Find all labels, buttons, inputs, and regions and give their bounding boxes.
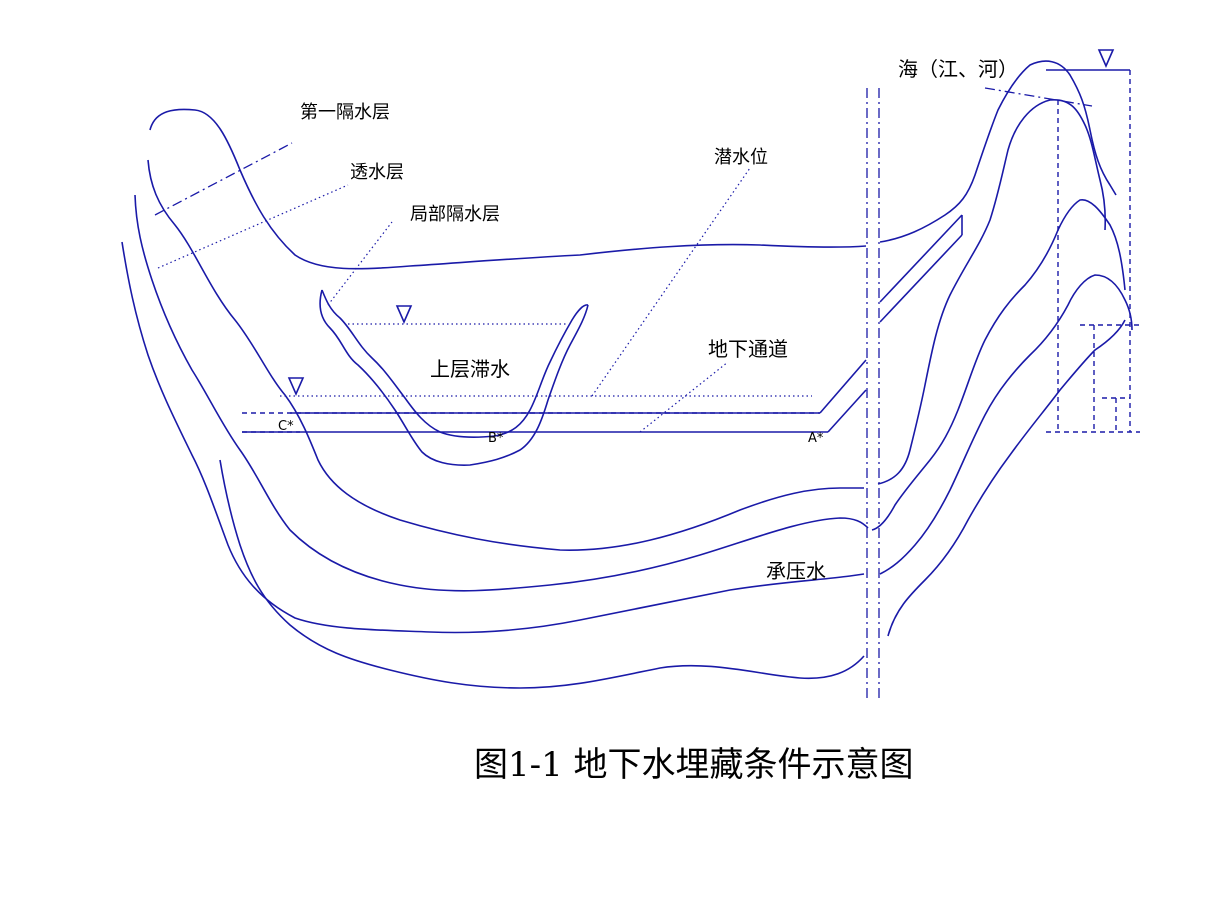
local-aquiclude-lens-inner — [321, 289, 589, 438]
layer-boundary-1-right — [877, 99, 1107, 485]
label-sea-river: 海（江、河） — [898, 57, 1018, 81]
point-b: B* — [488, 431, 504, 446]
perched-water-level-icon — [395, 305, 413, 324]
local-aquiclude-lens — [319, 289, 589, 466]
label-water-table: 潜水位 — [714, 147, 768, 168]
label-first-aquiclude: 第一隔水层 — [300, 102, 390, 123]
layer-boundary-4 — [219, 459, 865, 689]
channel-upper-top — [879, 214, 963, 303]
label-confined-water: 承压水 — [766, 559, 826, 583]
leader-local-aquiclude — [327, 221, 393, 306]
water-table-level-icon — [287, 377, 305, 396]
leader-permeable-layer — [157, 184, 349, 269]
point-a: A* — [808, 431, 824, 446]
label-perched-water: 上层滞水 — [430, 357, 510, 381]
layer-boundary-4-right — [887, 319, 1126, 637]
layer-boundary-3-right — [879, 274, 1133, 575]
leader-water-table — [591, 167, 751, 397]
layer-boundary-2 — [134, 194, 869, 592]
figure-caption: 图1-1 地下水埋藏条件示意图 — [474, 745, 914, 785]
leader-underground-channel — [639, 361, 729, 433]
layer-boundary-2-right — [871, 199, 1126, 531]
ground-surface-outline — [149, 108, 867, 270]
channel-rise-top — [819, 359, 867, 414]
sea-surface-slant — [984, 87, 1093, 107]
layer-boundary-1 — [147, 159, 864, 551]
label-underground-channel: 地下通道 — [708, 337, 788, 361]
leader-first-aquiclude — [154, 142, 293, 216]
channel-upper-bottom — [879, 234, 963, 323]
sea-level-icon — [1097, 49, 1115, 68]
layer-boundary-3 — [121, 241, 865, 634]
channel-rise-bottom — [827, 389, 867, 433]
label-permeable-layer: 透水层 — [350, 162, 404, 183]
ground-surface-right — [879, 60, 1117, 243]
label-local-aquiclude: 局部隔水层 — [410, 204, 500, 225]
point-c: C* — [278, 419, 294, 434]
